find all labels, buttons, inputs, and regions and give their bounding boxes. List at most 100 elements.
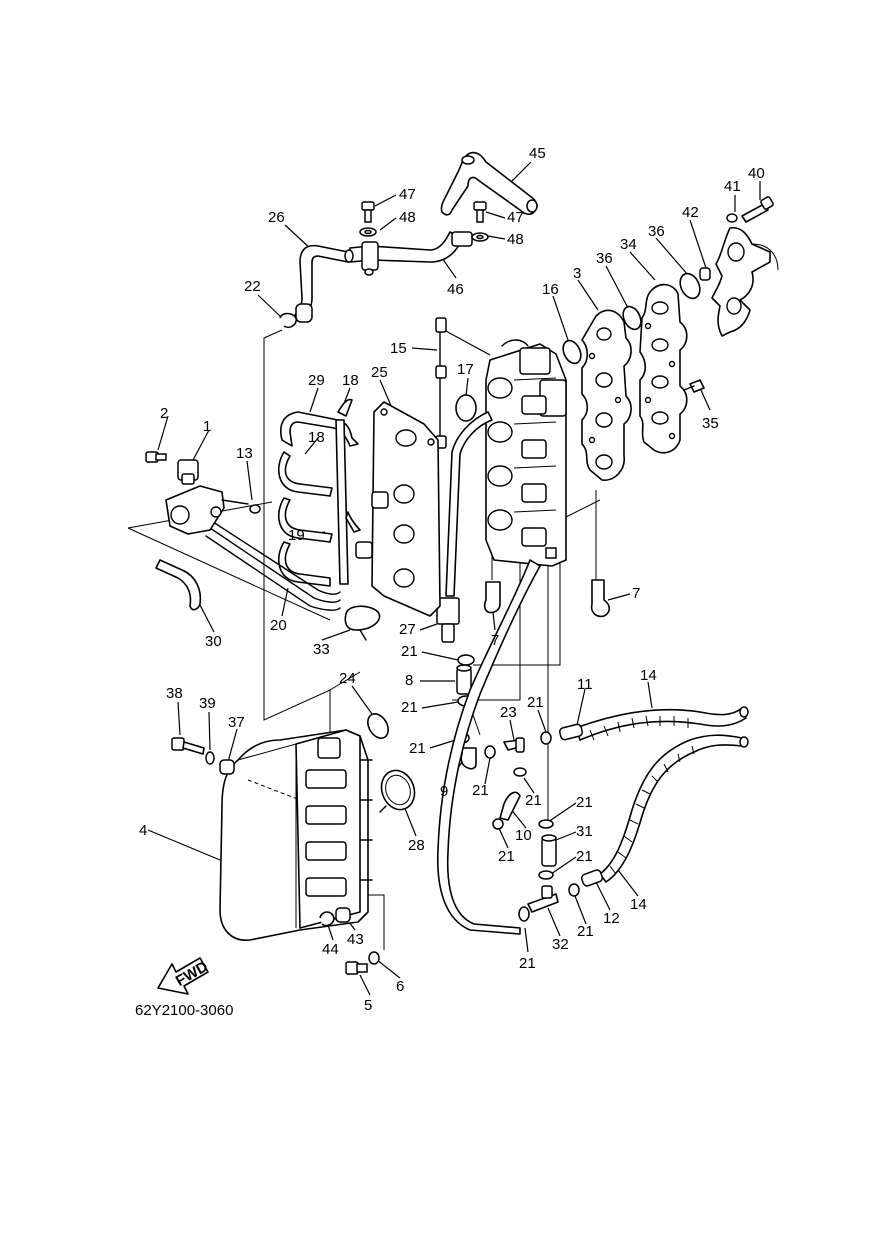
callout-22: 22 [244,278,261,295]
callout-26: 26 [268,209,285,226]
callout-16: 16 [542,281,559,298]
callout-8: 8 [405,672,413,689]
gasket-25 [355,401,441,617]
clip-44 [319,911,335,927]
callout-21b: 21 [401,699,418,716]
callout-1: 1 [203,418,211,435]
callout-5: 5 [364,997,372,1014]
callout-numbers: 45 47 48 47 48 46 26 22 40 41 42 36 34 3… [139,145,765,1014]
fitting-7-left [483,581,501,614]
callout-20: 20 [270,617,287,634]
callout-33: 33 [313,641,330,658]
grommet-43 [335,907,351,923]
hose-30 [155,559,202,611]
callout-18b: 18 [308,429,325,446]
bolt-38 [171,737,205,755]
hoses-18 [277,398,361,587]
callout-13: 13 [236,445,253,462]
callout-17: 17 [457,361,474,378]
oring-17 [455,394,477,422]
callout-14b: 14 [630,896,647,913]
callout-21k: 21 [519,955,536,972]
hose-14-lower [599,706,749,883]
callout-21a: 21 [401,643,418,660]
fuel-lines-20 [205,519,341,611]
connector-8 [456,664,472,695]
fitting-12 [580,869,604,887]
hose-clip-22 [279,303,313,329]
oring-36-left [622,305,642,331]
fitting-11 [558,723,584,741]
callout-21d: 21 [527,694,544,711]
callout-21h: 21 [498,848,515,865]
callout-34: 34 [620,236,637,253]
bolt-40 [741,196,774,223]
fwd-arrow-icon: FWD [157,957,211,995]
callout-48b: 48 [507,231,524,248]
callout-21g: 21 [576,794,593,811]
callout-30: 30 [205,633,222,650]
callout-48a: 48 [399,209,416,226]
collar-42 [699,267,711,281]
callout-38: 38 [166,685,183,702]
callout-32: 32 [552,936,569,953]
callout-21e: 21 [472,782,489,799]
callout-29: 29 [308,372,325,389]
callout-40: 40 [748,165,765,182]
washer-41 [726,213,738,223]
callout-7b: 7 [632,585,640,602]
carburetor-assembly [485,339,567,567]
tee-32 [527,885,559,913]
spring-13 [249,504,261,514]
bolt-35 [683,379,705,393]
callout-19: 19 [288,527,305,544]
hose-10 [499,791,521,821]
oring-16 [562,339,582,365]
callout-21f: 21 [525,792,542,809]
callout-6: 6 [396,978,404,995]
callout-36a: 36 [596,250,613,267]
callout-25: 25 [371,364,388,381]
breather-joint [349,231,473,276]
grommet-37 [219,759,235,775]
clips-21-mid [484,731,580,922]
callout-35: 35 [702,415,719,432]
callout-2: 2 [160,405,168,422]
bolt-47-right [471,201,489,242]
callout-28: 28 [408,837,425,854]
hose-9 [460,747,477,770]
callout-42: 42 [682,204,699,221]
tee-23 [503,737,525,753]
oring-36-right [679,272,701,300]
callout-14a: 14 [640,667,657,684]
callout-31: 31 [576,823,593,840]
adapter-plate-3 [581,309,632,481]
callout-27: 27 [399,621,416,638]
fuel-pump-1 [165,459,249,535]
drain-hose [436,559,541,935]
oring-24 [367,713,389,739]
callout-3: 3 [573,265,581,282]
hose-27 [436,411,493,643]
harness-15 [435,317,447,449]
washer-6 [368,951,380,965]
callout-10: 10 [515,827,532,844]
callout-12: 12 [603,910,620,927]
breather-hose-upper [440,151,538,216]
callout-24: 24 [339,670,356,687]
callout-47a: 47 [399,186,416,203]
callout-18a: 18 [342,372,359,389]
callout-21j: 21 [577,923,594,940]
callout-46: 46 [447,281,464,298]
connector-31 [541,834,557,867]
callout-47b: 47 [507,209,524,226]
callout-41: 41 [724,178,741,195]
clamp-28 [379,769,416,813]
callout-15: 15 [390,340,407,357]
callout-43: 43 [347,931,364,948]
gasket-34 [639,283,688,454]
callout-23: 23 [500,704,517,721]
bolt-5 [345,961,368,975]
callout-45: 45 [529,145,546,162]
